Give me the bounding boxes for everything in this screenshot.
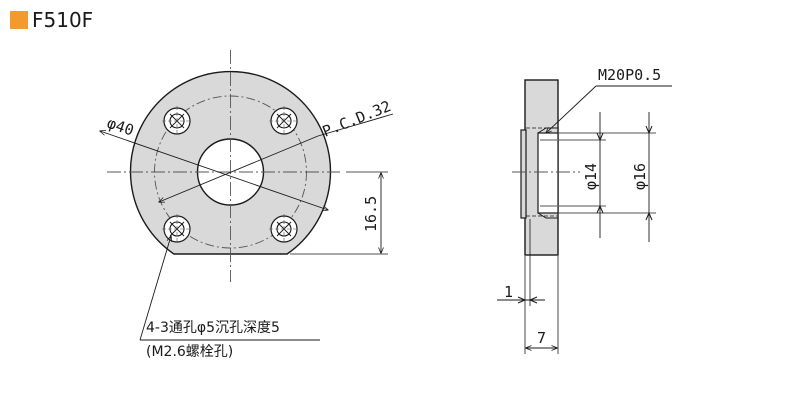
title-block: F510F <box>10 9 93 31</box>
title-marker-icon <box>10 11 28 29</box>
mounting-hole <box>269 106 299 136</box>
outer-step-diameter-label: φ16 <box>631 163 649 190</box>
step-thickness-label: 1 <box>504 283 513 301</box>
pcd-leader-line <box>317 113 394 137</box>
thread-chamfer-bottom <box>537 212 558 219</box>
pcd-dimension-line <box>159 135 319 202</box>
outer-step-arrow-top <box>645 125 653 135</box>
hole-note-line1: 4-3通孔φ5沉孔深度5 <box>146 320 280 336</box>
mounting-hole <box>269 214 299 244</box>
inner-diameter-arrow-bottom <box>596 204 604 214</box>
mounting-hole <box>162 106 192 136</box>
total-thickness-label: 7 <box>537 329 546 347</box>
step-thickness-arrow-left <box>517 296 527 304</box>
front-view: φ40 P.C.D.32 16.5 4-3通孔φ5沉孔深度5 (M2.6螺栓孔) <box>100 50 393 360</box>
thread-step-section <box>520 129 527 219</box>
outer-step-arrow-bottom <box>645 211 653 221</box>
thread-label: M20P0.5 <box>598 66 661 84</box>
thread-leader-line <box>546 85 597 133</box>
bore-section <box>537 132 559 214</box>
hole-note-line2: (M2.6螺栓孔) <box>146 344 233 360</box>
hole-note-leader-line <box>139 236 171 341</box>
side-view: M20P0.5 φ14 φ16 1 <box>497 66 672 354</box>
step-thickness-arrow-right <box>528 296 538 304</box>
outer-diameter-dimension-line <box>100 131 328 210</box>
height-label: 16.5 <box>362 196 380 232</box>
inner-diameter-label: φ14 <box>582 163 600 190</box>
outer-diameter-label: φ40 <box>105 114 136 140</box>
pcd-label: P.C.D.32 <box>320 97 394 141</box>
inner-diameter-arrow-top <box>596 132 604 142</box>
drawing-title: F510F <box>32 8 94 32</box>
